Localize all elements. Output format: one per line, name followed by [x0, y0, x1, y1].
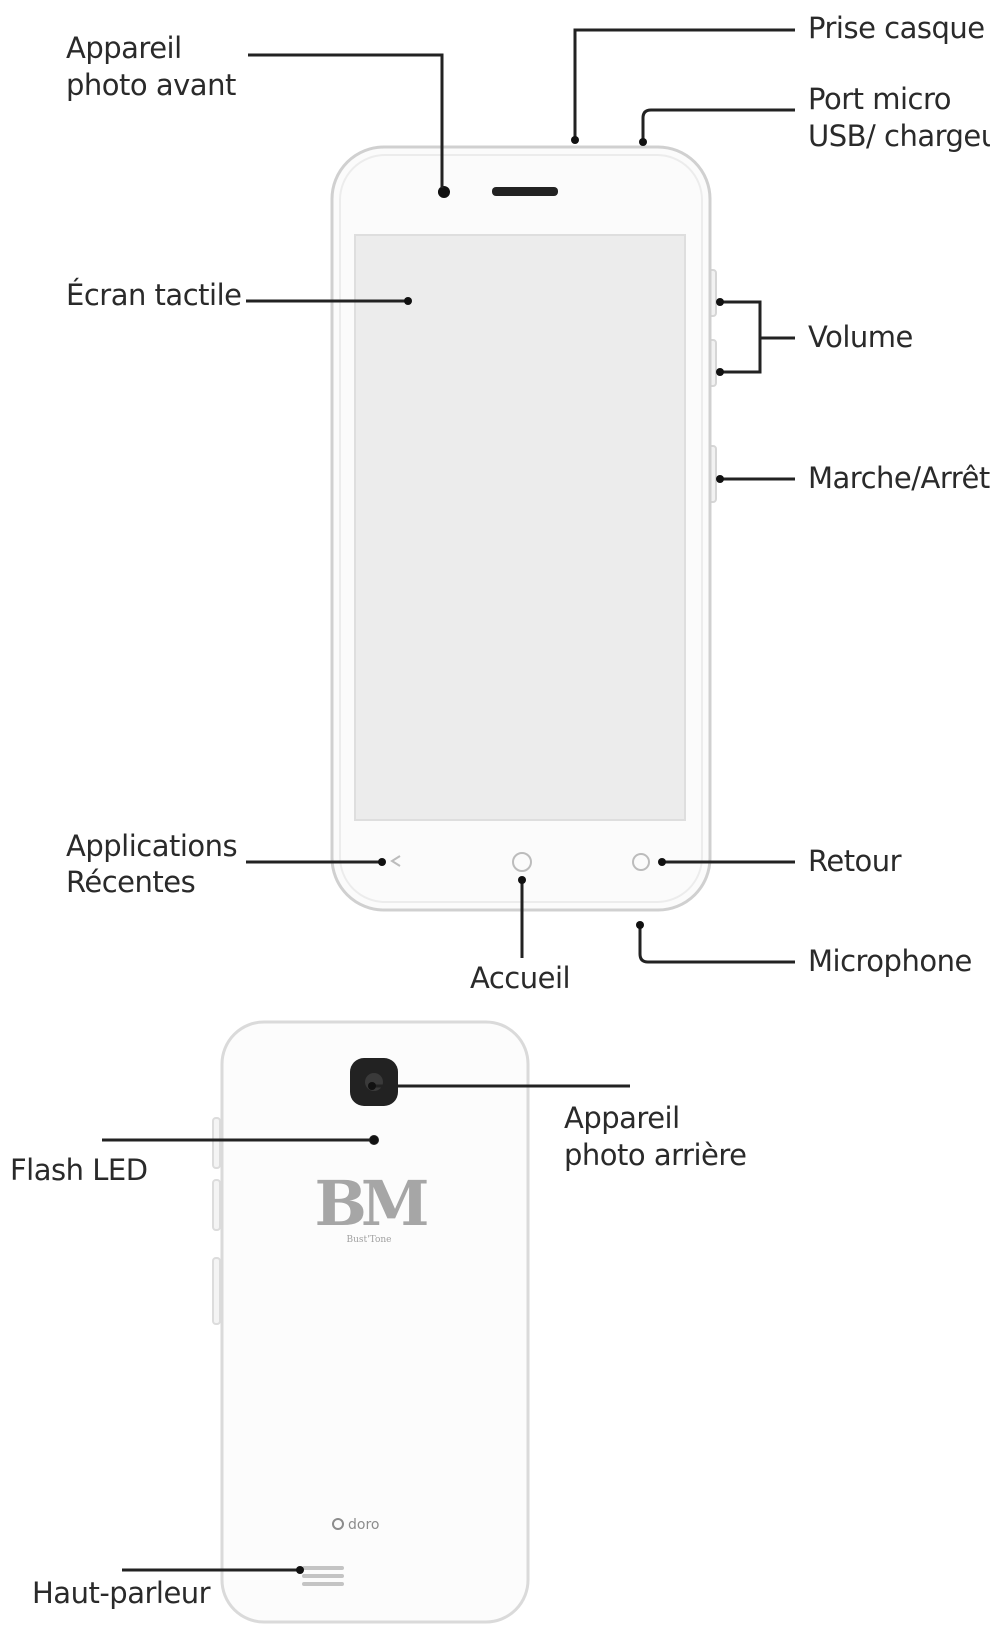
back-side-button-1	[212, 1117, 221, 1169]
label-rear-camera-line2: photo arrière	[564, 1138, 747, 1172]
label-microphone: Microphone	[808, 944, 972, 978]
earpiece-icon	[492, 187, 558, 196]
label-recent-apps-line2: Récentes	[66, 865, 195, 899]
back-leaders	[102, 1082, 630, 1574]
front-labels: Appareil photo avant Prise casque Port m…	[66, 11, 990, 995]
label-front-camera-line1: Appareil	[66, 31, 182, 65]
recent-apps-key-icon	[390, 855, 401, 867]
label-touchscreen: Écran tactile	[66, 278, 241, 312]
home-key-icon	[512, 852, 532, 872]
maker-logo-icon	[332, 1518, 344, 1530]
label-power: Marche/Arrêt	[808, 461, 990, 495]
label-front-camera-line2: photo avant	[66, 68, 236, 102]
label-back: Retour	[808, 844, 902, 878]
phone-front	[330, 145, 717, 912]
speaker-grille-icon	[302, 1566, 344, 1586]
back-side-button-2	[212, 1179, 221, 1231]
label-rear-camera-line1: Appareil	[564, 1101, 680, 1135]
back-body	[220, 1020, 530, 1624]
label-usb-port-line2: USB/ chargeur	[808, 119, 990, 153]
maker-logo: doro	[348, 1517, 379, 1533]
phone-back: BM Bust'Tone doro	[212, 1020, 530, 1624]
brand-logo: BM	[314, 1167, 426, 1240]
label-speaker: Haut-parleur	[32, 1576, 211, 1610]
label-volume: Volume	[808, 320, 913, 354]
back-key-icon	[632, 853, 650, 871]
label-recent-apps-line1: Applications	[66, 829, 237, 863]
back-labels: Appareil photo arrière Flash LED Haut-pa…	[10, 1101, 747, 1610]
label-home: Accueil	[470, 961, 570, 995]
front-leaders	[246, 28, 795, 964]
back-side-button-3	[212, 1257, 221, 1325]
touchscreen	[354, 234, 686, 821]
brand-logo-subtitle: Bust'Tone	[347, 1235, 392, 1245]
label-headphone-jack: Prise casque	[808, 11, 985, 45]
label-usb-port-line1: Port micro	[808, 82, 951, 116]
label-flash-led: Flash LED	[10, 1153, 148, 1187]
